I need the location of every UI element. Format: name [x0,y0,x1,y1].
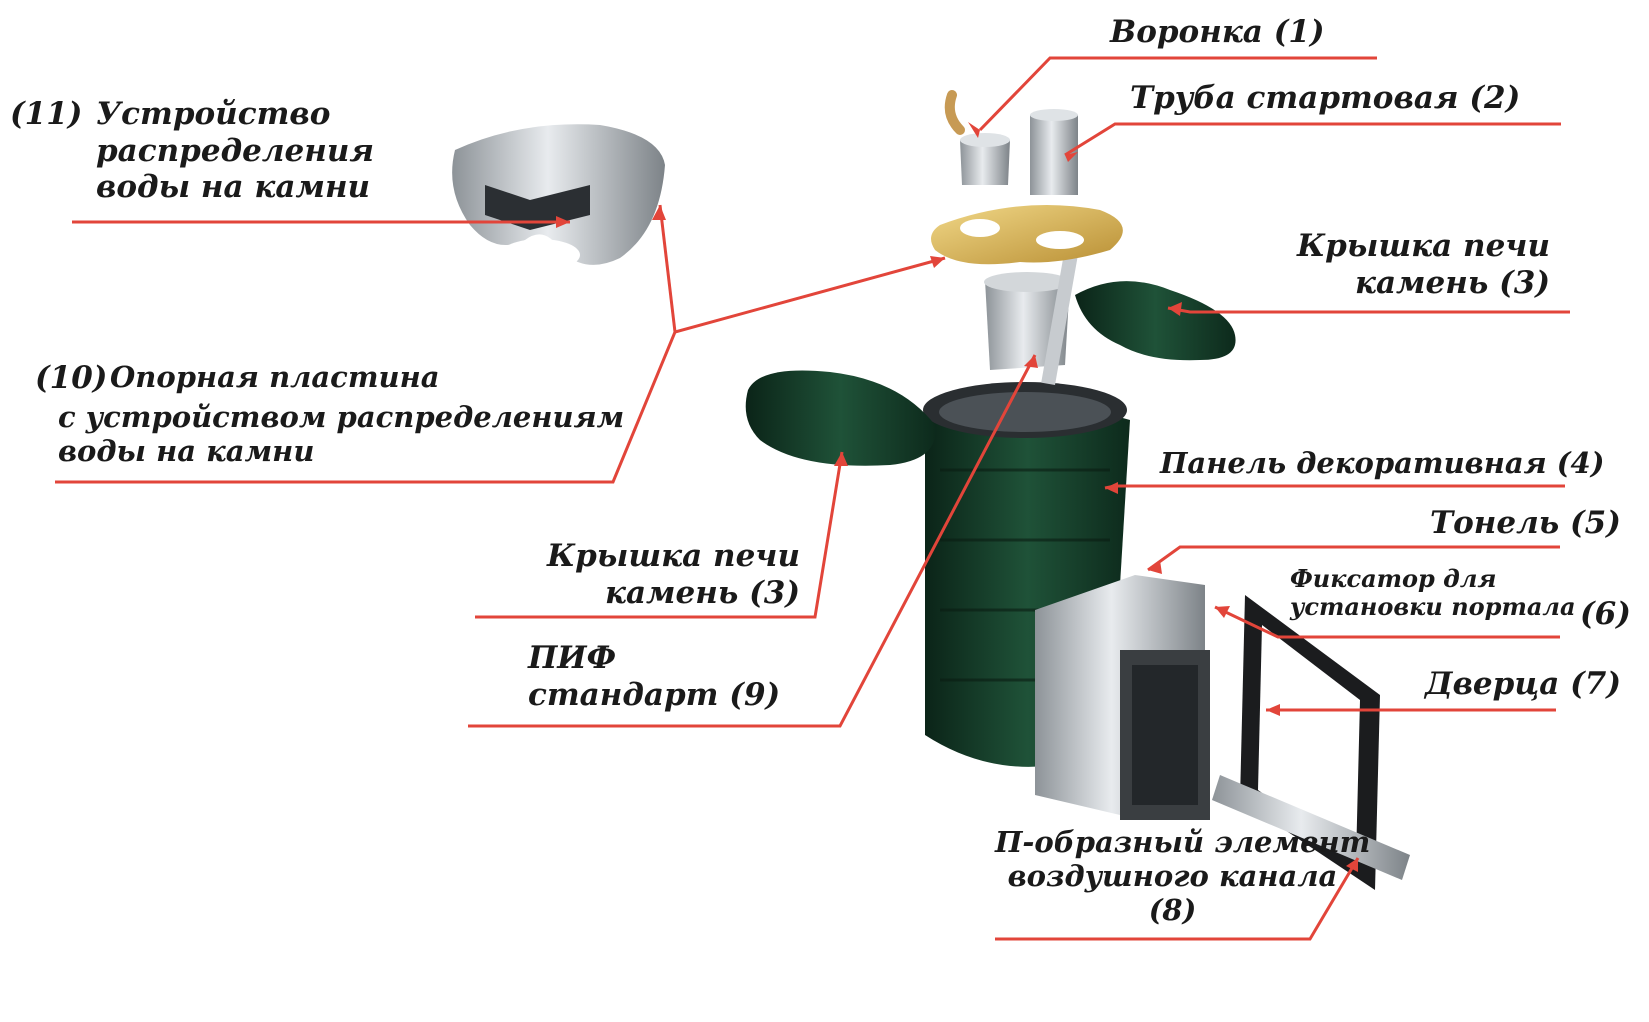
pif-illustration [984,224,1083,386]
label-lid-right: Крышка печи камень (3) [1296,228,1550,301]
label-start-pipe: Труба стартовая (2) [1130,80,1521,116]
label-funnel: Воронка (1) [1110,14,1325,50]
leader-funnel [978,56,1377,132]
label-plate-line2: с устройством распределениям воды на кам… [58,400,625,469]
leader-pif [468,354,1037,728]
leader-plate [55,256,946,484]
label-clamp-num: (6) [1580,596,1631,632]
stone-lid-right-illustration [1075,281,1236,361]
leader-panel [1104,484,1565,490]
label-dist: Устройство распределения воды на камни [96,96,375,206]
label-tunnel: Тонель (5) [1430,505,1621,541]
funnel-illustration [944,90,1010,185]
water-distributor-illustration [452,124,665,271]
tunnel-illustration [1035,575,1210,820]
label-pif: ПИФ стандарт (9) [528,640,781,713]
leader-air [995,857,1360,941]
leader-clamp [1214,605,1560,639]
label-door: Дверца (7) [1425,666,1622,702]
label-clamp: Фиксатор для установки портала [1290,564,1576,622]
label-panel: Панель декоративная (4) [1160,446,1605,480]
support-plate-illustration [931,205,1123,265]
stone-lid-left-illustration [745,370,936,466]
label-air-channel: П-образный элемент воздушного канала (8) [995,825,1371,928]
air-channel-illustration [1212,775,1410,880]
label-lid-left: Крышка печи камень (3) [546,538,800,611]
leader-start-pipe [1064,122,1561,157]
leader-lid-left [475,451,844,619]
label-plate-line1: Опорная пластина [110,360,440,394]
leader-lid-right [1167,306,1570,314]
leader-plate-branch [658,204,677,333]
label-plate-num: (10) [35,360,108,396]
label-dist-num: (11) [10,96,83,132]
leader-arrowheads [556,122,1358,872]
